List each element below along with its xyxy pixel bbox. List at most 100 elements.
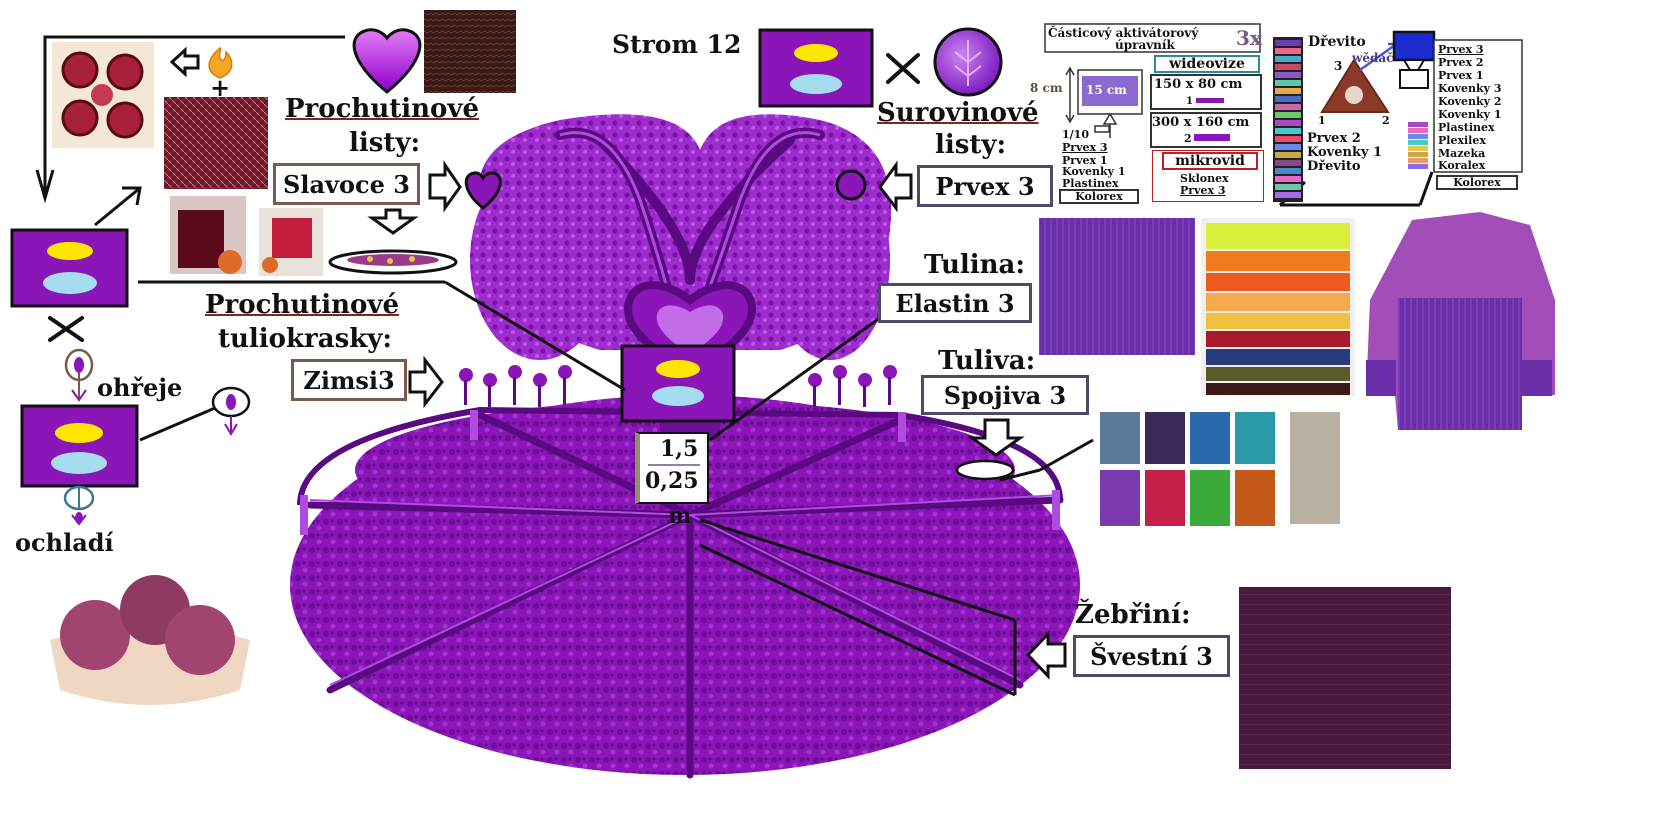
zebrini-value: Švestní 3 (1073, 635, 1230, 677)
seed-icon (71, 486, 87, 526)
thumbnail-jam (259, 208, 323, 276)
machine-right-kolorex: Kolorex (1436, 175, 1518, 190)
machine-left-list-2: Kovenky 1 (1062, 165, 1126, 178)
tulina-title: Tulina: (924, 250, 1025, 280)
machine-right-list-5: Kovenky 1 (1438, 108, 1502, 121)
dimension-box (635, 432, 709, 504)
machine-right-list-0: Prvex 3 (1438, 43, 1484, 56)
flowers-value: Zimsi3 (291, 359, 407, 401)
leaves-left-value: Slavoce 3 (273, 163, 420, 205)
circle-icon (835, 169, 867, 201)
leaves-right-value: Prvex 3 (917, 165, 1053, 207)
machine-size-1-box (1150, 74, 1262, 110)
tree-core-icon (20, 404, 139, 488)
machine-size-2: 300 x 160 cm (1152, 115, 1250, 130)
dimension-divider (648, 464, 700, 466)
machine-title-line-1: Částicový aktivátorový (1048, 26, 1199, 40)
flame-icon (208, 46, 233, 79)
dimension-bottom: 0,25 (645, 468, 699, 494)
thumbnail-blood-orange-cake (52, 42, 154, 148)
machine-left-kolorex: Kolorex (1059, 189, 1139, 204)
heats-label: ohřeje (97, 373, 183, 402)
seed-icon (224, 394, 238, 436)
machine-right-list-8: Mazeka (1438, 147, 1486, 160)
machine-bottom-list-1: Kovenky 1 (1307, 145, 1383, 160)
leaves-left-subtitle: listy: (349, 128, 421, 158)
arrow-left-icon (169, 46, 200, 78)
cross-icon (48, 316, 84, 342)
flowers-subtitle: tuliokrasky: (218, 324, 392, 354)
thumbnail-dark-fiber (424, 10, 516, 93)
dimension-unit: m (668, 503, 692, 529)
machine-mikrovid: mikrovid (1162, 152, 1258, 170)
cools-label: ochladí (15, 528, 114, 557)
machine-right-list-6: Plastinex (1438, 121, 1495, 134)
heart-icon (464, 171, 502, 210)
arrow-down-icon (967, 418, 1025, 457)
zebrini-title: Žebřiní: (1075, 600, 1191, 630)
machine-right-list-9: Koralex (1438, 159, 1486, 172)
machine-right-list-3: Kovenky 3 (1438, 82, 1502, 95)
arrow-down-icon (367, 208, 419, 235)
plus-sign: + (210, 73, 231, 102)
machine-size-2-index: 2 (1184, 132, 1192, 145)
thumbnail-sweaters (1201, 218, 1355, 396)
machine-size-1: 150 x 80 cm (1154, 77, 1243, 92)
machine-screen-label: 15 cm (1086, 83, 1127, 97)
heart-icon (352, 28, 422, 94)
machine-size-2-bar (1194, 134, 1230, 141)
arrow-right-icon (408, 355, 444, 409)
leaves-left-title: Prochutinové (285, 94, 480, 124)
leaves-right-subtitle: listy: (935, 130, 1007, 160)
thumbnail-ice-cream (50, 575, 250, 705)
machine-size-1-bar (1196, 98, 1224, 103)
machine-height-label: 8 cm (1030, 81, 1063, 95)
raw-material-ball (933, 27, 1003, 97)
machine-left-list-0: Prvex 3 (1062, 141, 1108, 154)
machine-ratio: 1/10 (1062, 128, 1089, 141)
machine-wideovize: wideovize (1154, 55, 1260, 73)
machine-triangle-label-left: 1 (1318, 114, 1326, 127)
machine-triangle-label-right: 2 (1382, 114, 1390, 127)
thumbnail-thread-spools (1097, 410, 1340, 532)
machine-bottom-list-0: Prvex 2 (1307, 131, 1361, 146)
leaves-right-title: Surovinové (877, 98, 1039, 128)
tuliva-title: Tuliva: (938, 346, 1036, 376)
machine-size-1-index: 1 (1186, 96, 1193, 107)
machine-title-line-2: úpravník (1115, 38, 1175, 52)
machine-diagram (1044, 23, 1523, 202)
thumbnail-plate (328, 249, 458, 275)
machine-size-2-box (1150, 112, 1262, 148)
tree-core-icon (620, 344, 736, 423)
machine-drevito-top: Dřevito (1308, 34, 1366, 50)
flowers-title: Prochutinové (205, 290, 400, 320)
cross-icon (886, 53, 920, 84)
strom-label: Strom 12 (612, 30, 742, 59)
machine-multiplier: 3x (1236, 26, 1262, 50)
dimension-top: 1,5 (660, 436, 699, 462)
machine-left-list-1: Prvex 1 (1062, 154, 1108, 167)
thumbnail-juice (170, 196, 246, 274)
machine-right-list-1: Prvex 2 (1438, 56, 1484, 69)
tree-canopy (470, 114, 892, 440)
arrow-left-icon (1025, 630, 1067, 680)
machine-right-list-2: Prvex 1 (1438, 69, 1484, 82)
tree-core-icon (10, 228, 129, 308)
machine-mikrovid-frame (1152, 150, 1264, 202)
machine-bottom-list-2: Dřevito (1307, 159, 1361, 174)
tulina-value: Elastin 3 (878, 283, 1032, 323)
tree-base (290, 365, 1080, 779)
machine-triangle-label-top: 3 (1334, 59, 1343, 73)
arrow-right-icon (428, 160, 462, 213)
tuliva-value: Spojiva 3 (921, 375, 1089, 415)
machine-right-list-7: Plexilex (1438, 134, 1486, 147)
connector-lines (43, 35, 1434, 697)
machine-left-list-3: Plastinex (1062, 177, 1119, 190)
arrow-left-icon (878, 160, 913, 213)
thumbnail-fabric (1039, 218, 1195, 355)
tree-core-icon (758, 28, 874, 108)
seed-icon (71, 357, 87, 402)
thumbnail-sweater (1366, 212, 1555, 430)
